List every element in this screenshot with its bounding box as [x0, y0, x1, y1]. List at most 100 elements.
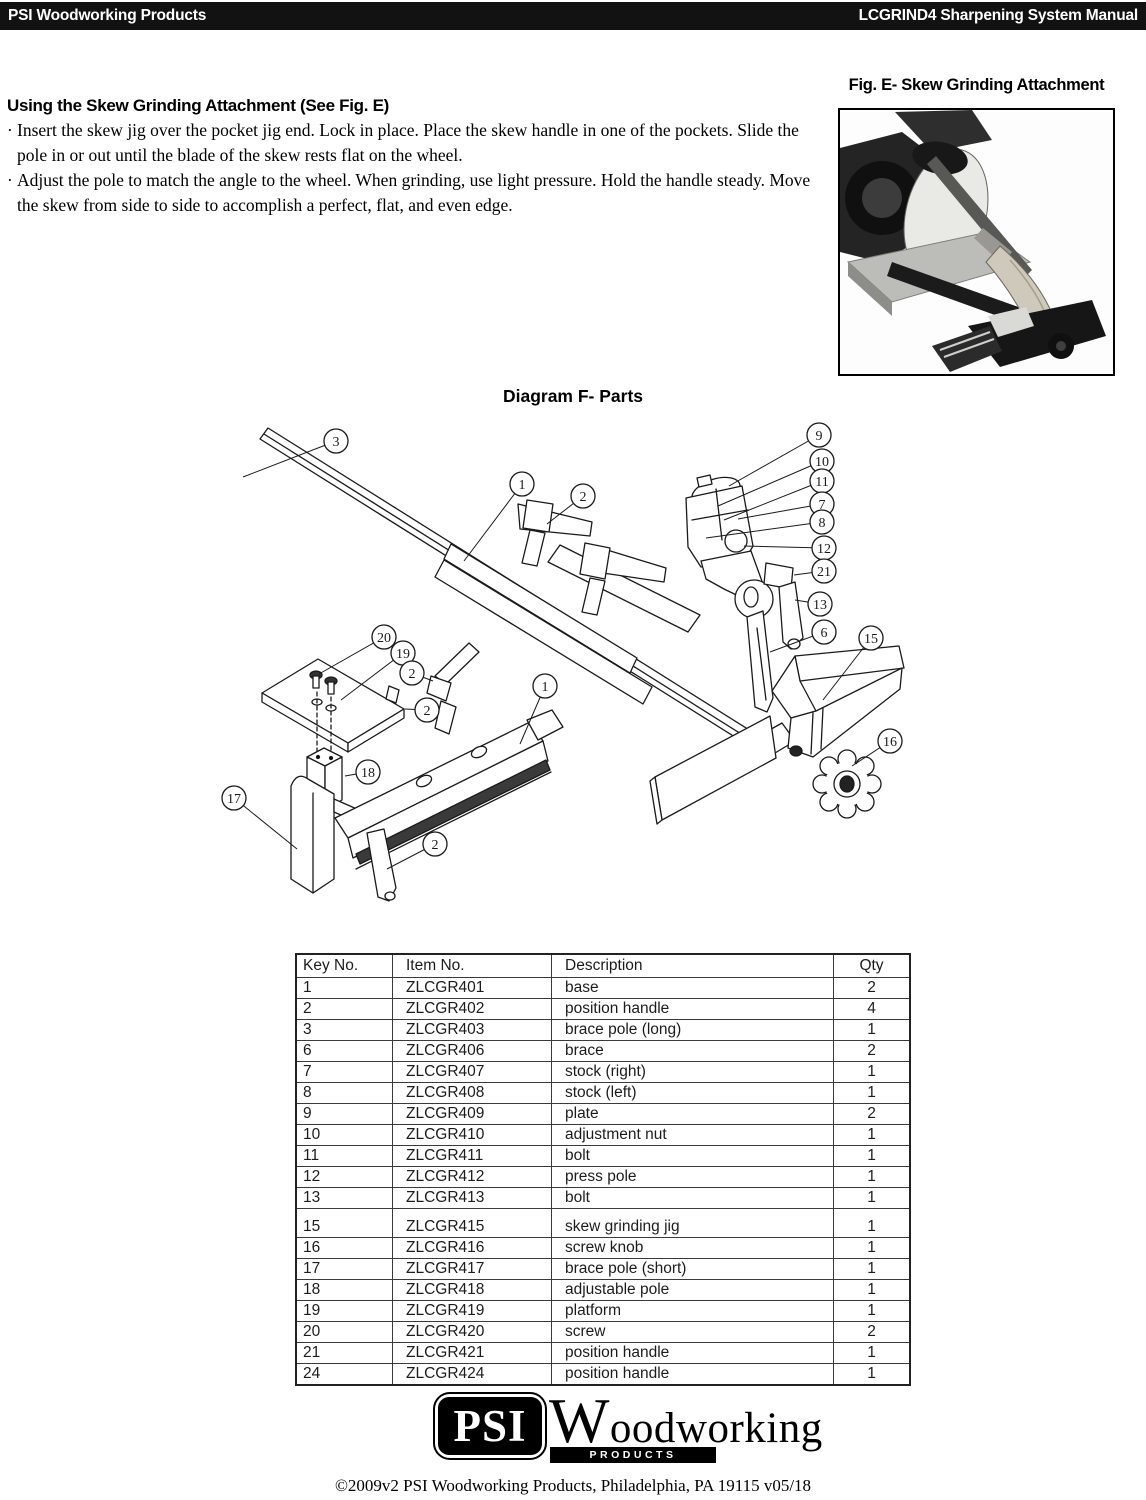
table-cell: skew grinding jig [551, 1208, 834, 1238]
table-cell: 15 [295, 1208, 393, 1238]
callout-circle-8 [809, 509, 835, 535]
callout-circle-2 [414, 697, 440, 723]
callout-number: 1 [542, 680, 549, 695]
table-cell: 1 [295, 977, 393, 999]
instruction-item: · Insert the skew jig over the pocket ji… [7, 118, 813, 168]
table-cell: 1 [833, 1237, 911, 1259]
table-cell: ZLCGR424 [392, 1363, 552, 1386]
callout-circle-18 [355, 759, 381, 785]
callout-leader-line [822, 637, 872, 701]
callout-circle-1 [509, 471, 535, 497]
fig-e-caption: Fig. E- Skew Grinding Attachment [848, 76, 1105, 94]
table-cell: brace pole (long) [551, 1019, 834, 1041]
table-cell: brace [551, 1040, 834, 1062]
bullet-glyph: · [7, 170, 13, 190]
table-cell: 19 [295, 1300, 393, 1322]
callout-leader-line [519, 685, 546, 745]
column-header-key: Key No. [295, 953, 393, 978]
callout-circle-1 [532, 673, 558, 699]
table-cell: press pole [551, 1166, 834, 1188]
table-cell: 2 [833, 1103, 911, 1125]
table-cell: 1 [833, 1187, 911, 1209]
table-cell: ZLCGR406 [392, 1040, 552, 1062]
table-cell: 17 [295, 1258, 393, 1280]
table-cell: ZLCGR421 [392, 1342, 552, 1364]
table-cell: 16 [295, 1237, 393, 1259]
callout-number: 2 [580, 490, 587, 505]
instruction-text: Adjust the pole to match the angle to th… [17, 170, 811, 215]
column-header-desc: Description [551, 953, 834, 978]
callout-circle-6 [811, 619, 837, 645]
callout-number: 1 [519, 478, 526, 493]
page-header: PSI Woodworking Products LCGRIND4 Sharpe… [0, 2, 1146, 30]
table-cell: 1 [833, 1300, 911, 1322]
table-cell: ZLCGR416 [392, 1237, 552, 1259]
table-cell: position handle [551, 1363, 834, 1386]
column-header-qty: Qty [833, 953, 911, 978]
psi-logo-box: PSI [433, 1392, 547, 1460]
header-right-title: LCGRIND4 Sharpening System Manual [858, 7, 1139, 24]
table-cell: 1 [833, 1363, 911, 1386]
callout-number: 20 [377, 631, 391, 646]
table-cell: ZLCGR408 [392, 1082, 552, 1104]
table-cell: 1 [833, 1145, 911, 1167]
callout-leader-line [743, 545, 825, 549]
table-cell: 2 [833, 1321, 911, 1343]
callout-number: 10 [815, 455, 829, 470]
callout-leader-line [737, 503, 823, 520]
callout-leader-line [769, 631, 825, 653]
callout-circle-10 [809, 448, 835, 474]
table-cell: 1 [833, 1166, 911, 1188]
callout-circle-2 [399, 660, 425, 686]
callout-leader-line [344, 771, 369, 777]
instruction-item: · Adjust the pole to match the angle to … [7, 168, 813, 218]
table-cell: stock (right) [551, 1061, 834, 1083]
callout-leader-line [717, 460, 823, 507]
table-cell: 13 [295, 1187, 393, 1209]
callout-circle-12 [811, 535, 837, 561]
table-cell: position handle [551, 1342, 834, 1364]
table-cell: adjustable pole [551, 1279, 834, 1301]
logo-products-bar: PRODUCTS [550, 1447, 716, 1463]
table-cell: 1 [833, 1082, 911, 1104]
callout-leader-line [318, 636, 385, 675]
callout-leader-line [793, 570, 825, 576]
table-cell: 20 [295, 1321, 393, 1343]
callout-leader-line [723, 480, 823, 521]
table-cell: ZLCGR407 [392, 1061, 552, 1083]
callout-circle-11 [809, 468, 835, 494]
table-cell: ZLCGR417 [392, 1258, 552, 1280]
diagram-title: Diagram F- Parts [502, 386, 644, 406]
callout-number: 13 [813, 598, 827, 613]
table-cell: ZLCGR418 [392, 1279, 552, 1301]
callout-number: 6 [821, 626, 828, 641]
table-cell: ZLCGR413 [392, 1187, 552, 1209]
table-cell: 4 [833, 998, 911, 1020]
copyright-line: ©2009v2 PSI Woodworking Products, Philad… [334, 1476, 812, 1495]
callout-circle-2 [570, 483, 596, 509]
logo-wordmark: Woodworking [549, 1385, 823, 1456]
table-cell: 12 [295, 1166, 393, 1188]
callout-leader-line [794, 599, 821, 605]
table-cell: brace pole (short) [551, 1258, 834, 1280]
table-cell: 18 [295, 1279, 393, 1301]
callout-leader-line [705, 521, 823, 539]
callout-circle-7 [809, 491, 835, 517]
callout-circle-2 [422, 831, 448, 857]
callout-circle-21 [811, 558, 837, 584]
callout-number: 11 [815, 475, 828, 490]
fig-e-photo [840, 110, 1113, 374]
table-cell: plate [551, 1103, 834, 1125]
table-cell: 1 [833, 1258, 911, 1280]
